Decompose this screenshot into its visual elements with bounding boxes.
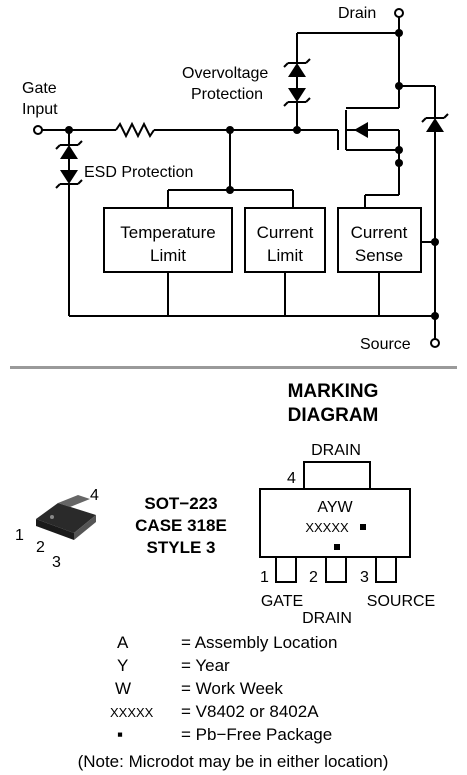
current-limit-line2: Limit <box>267 246 303 265</box>
marking-pin2 <box>325 556 347 583</box>
current-limit-line1: Current <box>257 223 314 242</box>
current-sense-line1: Current <box>351 223 408 242</box>
microdot-note: (Note: Microdot may be in either locatio… <box>78 752 389 771</box>
package-pin-2: 2 <box>36 539 45 556</box>
microdot-1 <box>360 524 366 530</box>
source-terminal <box>430 338 440 348</box>
temperature-limit-block <box>103 207 233 273</box>
current-sense-block <box>337 207 422 273</box>
legend-desc-y: = Year <box>181 656 230 675</box>
package-name: SOT−223 <box>144 494 217 513</box>
gate-resistor <box>115 121 155 139</box>
overvoltage-label-line2: Protection <box>191 86 263 103</box>
marking-drain-top: DRAIN <box>311 442 361 459</box>
drain-label: Drain <box>338 5 376 22</box>
esd-zener-diodes <box>55 130 83 316</box>
gate-terminal <box>33 125 43 135</box>
temperature-limit-line2: Limit <box>150 246 186 265</box>
marking-pin1 <box>275 556 297 583</box>
overvoltage-label-line1: Overvoltage <box>182 65 268 82</box>
current-sense-line2: Sense <box>355 246 403 265</box>
legend-code-microdot: ▪ <box>117 725 123 744</box>
legend-desc-xxxxx: = V8402 or 8402A <box>181 702 319 721</box>
marking-line-xxxxx: XXXXX <box>305 520 349 535</box>
gate-label-line2: Input <box>22 101 58 118</box>
package-style: STYLE 3 <box>147 538 216 557</box>
marking-source-label: SOURCE <box>367 593 435 610</box>
current-limit-block <box>244 207 326 273</box>
sot223-package-icon <box>36 495 96 540</box>
package-pin-4: 4 <box>90 487 99 504</box>
microdot-2 <box>334 544 340 550</box>
power-mosfet-symbol <box>337 85 435 195</box>
marking-line-ayw: AYW <box>317 499 353 516</box>
overvoltage-zener-diodes <box>283 33 311 130</box>
source-label: Source <box>360 336 411 353</box>
legend-desc-microdot: = Pb−Free Package <box>181 725 332 744</box>
marking-title-line1: MARKING <box>288 381 379 402</box>
marking-pin2-label: 2 <box>309 569 318 586</box>
marking-diagram: MARKING DIAGRAM DRAIN 4 AYW XXXXX 1 2 3 … <box>259 381 435 627</box>
legend-code-y: Y <box>117 656 128 675</box>
gate-label-line1: Gate <box>22 80 57 97</box>
legend-desc-a: = Assembly Location <box>181 633 337 652</box>
temperature-limit-line1: Temperature <box>120 223 215 242</box>
marking-tab-pin: 4 <box>287 470 296 487</box>
marking-pin3 <box>375 556 397 583</box>
marking-tab <box>303 461 371 490</box>
marking-title-line2: DIAGRAM <box>288 405 379 426</box>
legend-code-w: W <box>115 679 131 698</box>
legend-code-xxxxx: XXXXX <box>110 705 154 720</box>
section-divider <box>10 366 457 369</box>
marking-gate-label: GATE <box>261 593 303 610</box>
package-pin-1: 1 <box>15 527 24 544</box>
marking-drain-bottom: DRAIN <box>302 610 352 627</box>
esd-label: ESD Protection <box>84 164 193 181</box>
package-section: 1 2 3 4 SOT−223 CASE 318E STYLE 3 <box>15 487 227 571</box>
legend-code-a: A <box>117 633 129 652</box>
marking-pin1-label: 1 <box>260 569 269 586</box>
schematic: Drain Overvoltage Protection Gate Input <box>22 5 449 353</box>
marking-pin3-label: 3 <box>360 569 369 586</box>
body-zener-diode <box>421 86 449 339</box>
package-pin-3: 3 <box>52 554 61 571</box>
drain-terminal <box>394 8 404 18</box>
package-case: CASE 318E <box>135 516 227 535</box>
legend-desc-w: = Work Week <box>181 679 283 698</box>
legend: A = Assembly Location Y = Year W = Work … <box>110 633 337 744</box>
